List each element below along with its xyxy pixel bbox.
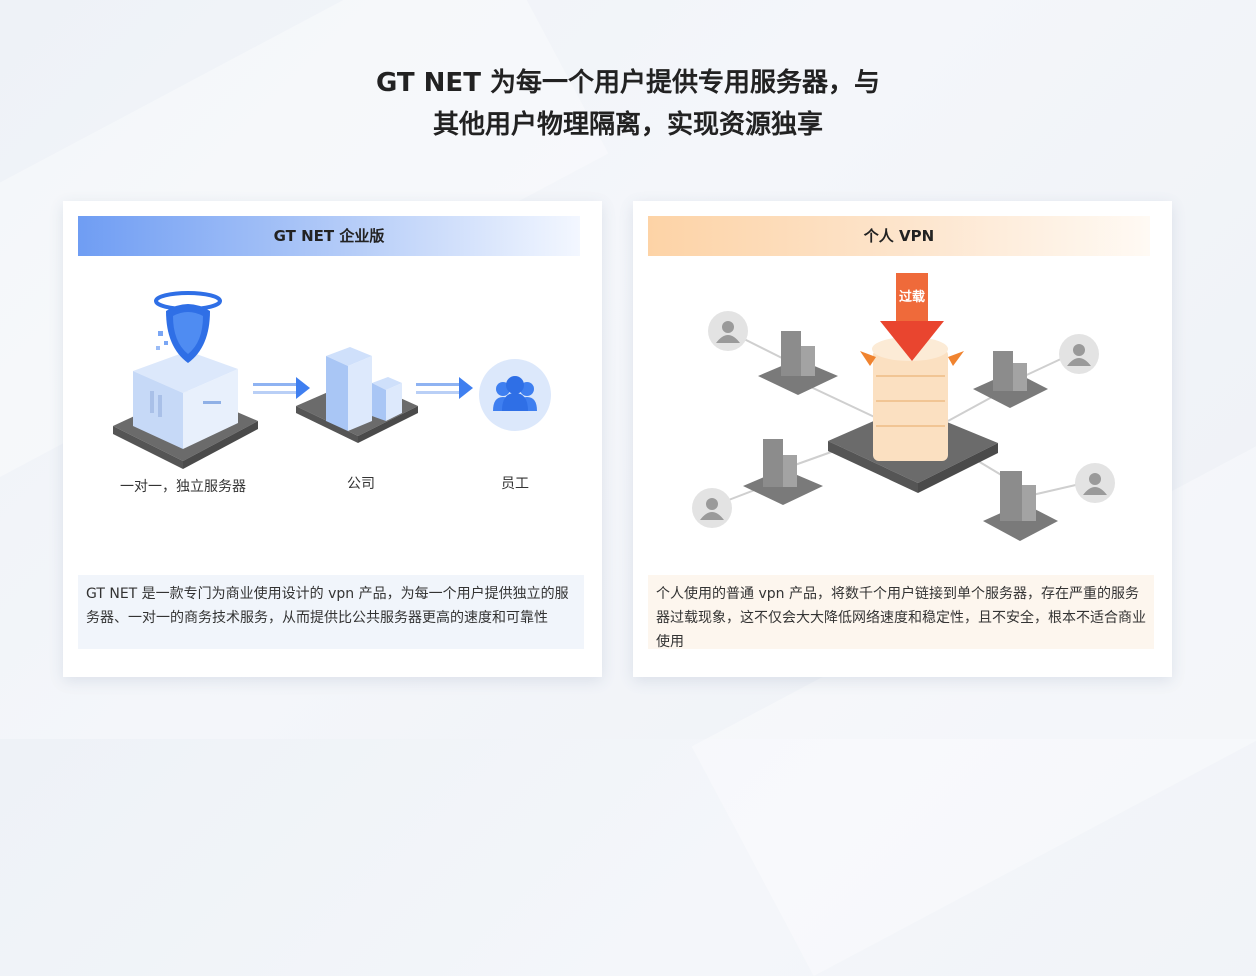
page-headline: GT NET 为每一个用户提供专用服务器，与 其他用户物理隔离，实现资源独享 xyxy=(0,62,1256,146)
user-group-icon xyxy=(1075,463,1115,503)
personal-vpn-description: 个人使用的普通 vpn 产品，将数千个用户链接到单个服务器，存在严重的服务器过载… xyxy=(648,575,1154,650)
enterprise-card: GT NET 企业版 xyxy=(63,201,602,677)
overload-arrow-icon: 过载 xyxy=(880,273,944,361)
user-group-icon xyxy=(692,488,732,528)
dedicated-server-icon xyxy=(113,291,258,469)
enterprise-illustration: 一对一，独立服务器 公司 员工 xyxy=(113,291,551,495)
employees-icon xyxy=(479,359,551,431)
enterprise-description: GT NET 是一款专门为商业使用设计的 vpn 产品，为每一个用户提供独立的服… xyxy=(78,575,584,649)
employee-label: 员工 xyxy=(501,476,529,492)
building-icon xyxy=(973,351,1048,408)
building-icon xyxy=(758,331,838,395)
server-label: 一对一，独立服务器 xyxy=(120,479,246,495)
personal-vpn-illustration: 过载 xyxy=(692,273,1115,541)
arrow-right-icon xyxy=(253,377,310,399)
building-icon xyxy=(983,471,1058,541)
overloaded-server-icon xyxy=(828,337,998,493)
overload-text: 过载 xyxy=(899,289,925,305)
personal-vpn-card-title: 个人 VPN xyxy=(648,216,1150,256)
enterprise-card-title: GT NET 企业版 xyxy=(78,216,580,256)
headline-line-2: 其他用户物理隔离，实现资源独享 xyxy=(432,110,823,140)
arrow-right-icon xyxy=(416,377,473,399)
building-icon xyxy=(743,439,823,505)
company-label: 公司 xyxy=(347,476,375,492)
personal-vpn-card: 个人 VPN xyxy=(633,201,1172,677)
user-group-icon xyxy=(1059,334,1099,374)
company-building-icon xyxy=(296,347,418,443)
user-group-icon xyxy=(708,311,748,351)
headline-line-1: GT NET 为每一个用户提供专用服务器，与 xyxy=(376,68,880,98)
